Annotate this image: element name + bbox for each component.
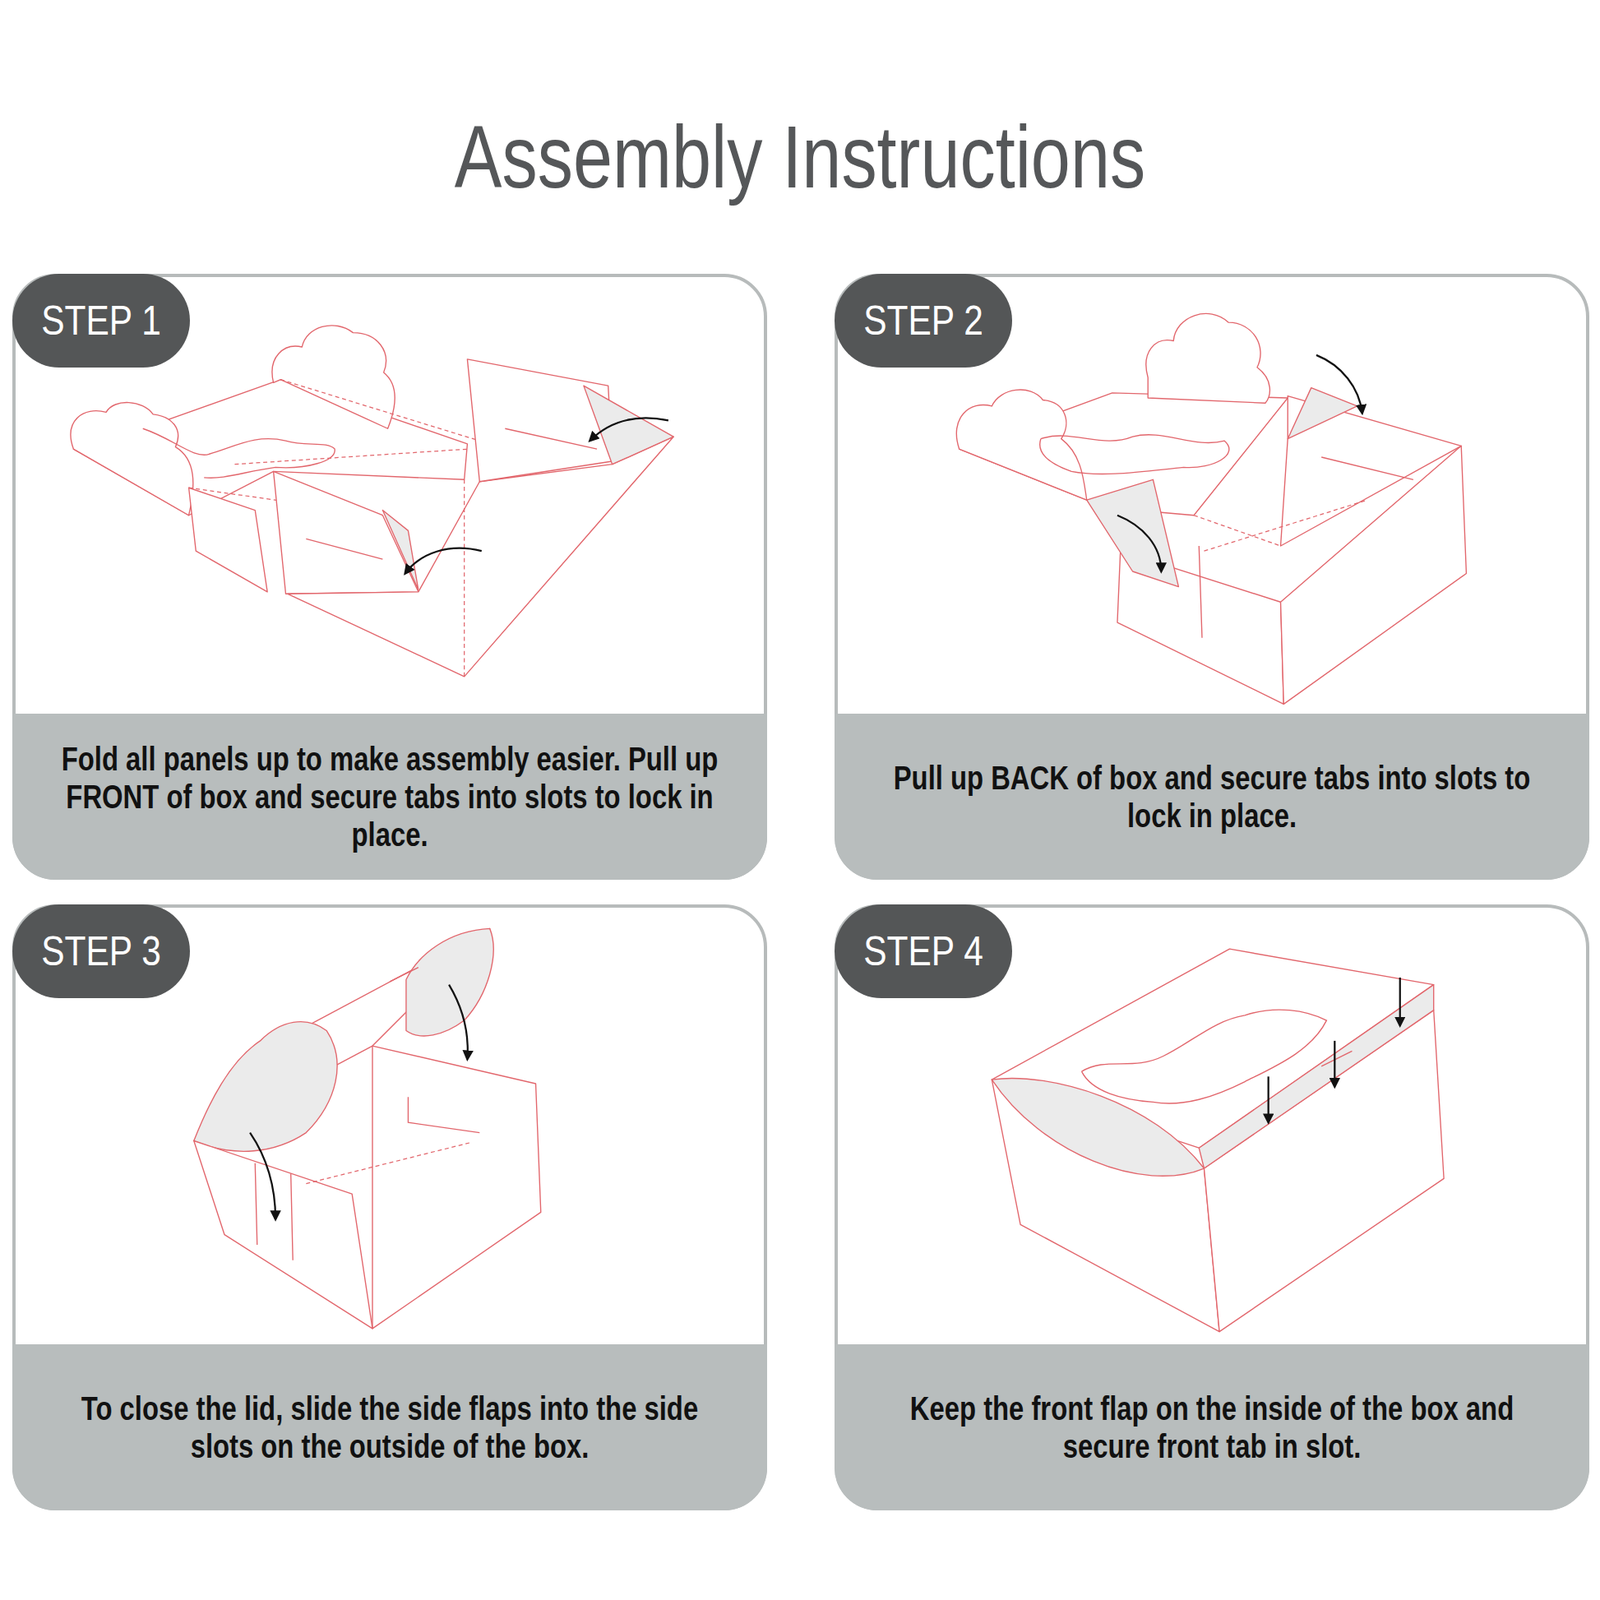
fold-arrow [448, 984, 468, 1060]
step2-box [956, 313, 1466, 704]
cloud-flap [194, 1021, 338, 1152]
back-wall [467, 359, 612, 482]
front-wall [991, 1079, 1220, 1332]
step-instruction: Fold all panels up to make assembly easi… [49, 739, 731, 854]
window-cutout [1082, 1009, 1328, 1104]
step4-box [991, 948, 1444, 1332]
title-area: Assembly Instructions [0, 105, 1600, 213]
push-arrow [1399, 977, 1402, 1026]
corner-flap [583, 385, 674, 465]
push-arrow [1333, 1040, 1336, 1087]
caption-band: Fold all panels up to make assembly easi… [12, 713, 768, 880]
fold-arrow [589, 418, 669, 442]
step-panel: STEP 2 Pull up BACK of box and secure tab… [834, 273, 1590, 880]
slot [1198, 457, 1414, 639]
fold-line [189, 379, 481, 516]
slot [1321, 1050, 1352, 1067]
lid-top [991, 948, 1434, 1148]
cloud-flap [1146, 313, 1270, 403]
step-badge: STEP 1 [12, 273, 190, 368]
cloud-flap [991, 1077, 1204, 1176]
step-label: STEP 1 [41, 296, 162, 345]
slot [305, 538, 383, 560]
step-label: STEP 2 [863, 296, 984, 345]
window-cutout [1040, 434, 1230, 475]
step1-box [70, 325, 674, 677]
fold-arrow [1117, 515, 1161, 572]
side-wall [1203, 1010, 1444, 1332]
step3-box [194, 928, 542, 1329]
lid-panel [194, 928, 491, 1141]
corner-flap [382, 510, 418, 591]
cloud-flap [272, 325, 395, 429]
slot [389, 967, 419, 982]
tray-floor [287, 436, 674, 677]
front-wall [273, 471, 419, 594]
slot [504, 428, 597, 449]
fold-arrow [249, 1132, 276, 1220]
step-panel: STEP 1 Fold all panels up to make assembl… [12, 273, 768, 880]
window-cutout [143, 428, 335, 478]
caption-band: Pull up BACK of box and secure tabs into… [834, 713, 1590, 880]
slot [254, 1096, 480, 1261]
side-wall [372, 1045, 542, 1329]
step-panel: STEP 4 Keep the front flap on the inside … [834, 904, 1590, 1511]
step-badge: STEP 3 [12, 904, 190, 999]
front-wall [194, 1141, 373, 1329]
caption-band: To close the lid, slide the side flaps i… [12, 1344, 768, 1511]
cloud-flap [406, 928, 494, 1036]
step-badge: STEP 4 [834, 904, 1013, 999]
corner-flap [1086, 479, 1180, 587]
caption-band: Keep the front flap on the inside of the… [834, 1344, 1590, 1511]
fold-line [463, 479, 465, 677]
step-instruction: Pull up BACK of box and secure tabs into… [871, 758, 1553, 835]
step-instruction: Keep the front flap on the inside of the… [871, 1389, 1553, 1466]
side-wall [1280, 445, 1467, 704]
front-flap [1198, 984, 1434, 1169]
fold-arrow [1316, 355, 1363, 414]
side-flap [189, 487, 269, 592]
push-arrow [1267, 1076, 1270, 1123]
fold-line [305, 1142, 470, 1184]
step-label: STEP 4 [863, 927, 984, 976]
step-badge: STEP 2 [834, 273, 1013, 368]
fold-arrow [405, 548, 482, 574]
front-wall [1117, 550, 1284, 704]
cloud-flap [956, 389, 1087, 500]
lid-panel [73, 379, 468, 516]
back-wall [1280, 396, 1462, 546]
page-title: Assembly Instructions [454, 105, 1146, 209]
step-panel: STEP 3 To close the lid, slide the side f… [12, 904, 768, 1511]
cloud-flap [70, 402, 194, 516]
fold-line [1193, 499, 1368, 551]
lid-panel [959, 393, 1289, 516]
corner-flap [1287, 388, 1357, 440]
step-instruction: To close the lid, slide the side flaps i… [49, 1389, 731, 1466]
step-label: STEP 3 [41, 927, 162, 976]
